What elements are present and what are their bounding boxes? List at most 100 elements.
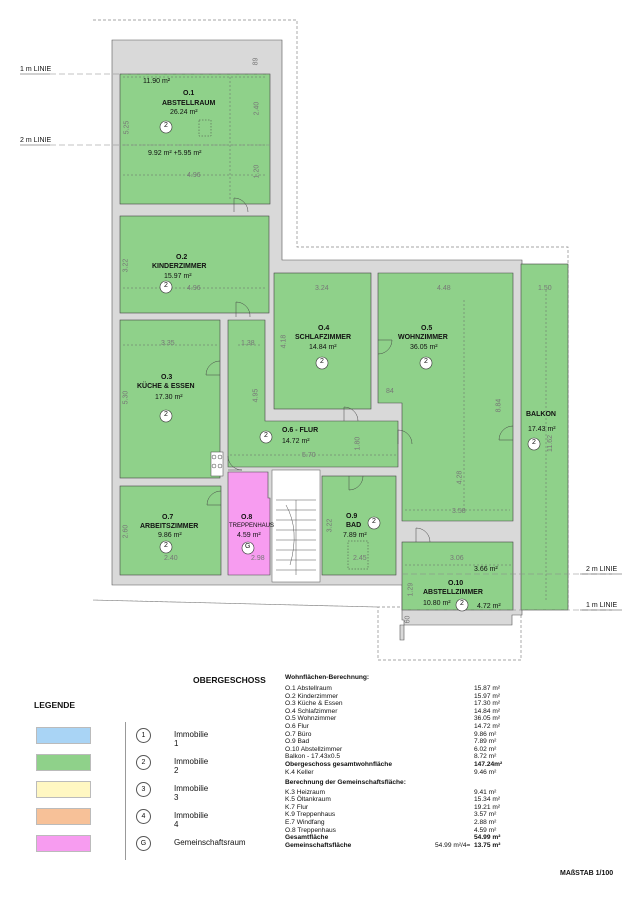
dim: 3.22 bbox=[326, 518, 334, 533]
o2-area: 15.97 m² bbox=[164, 273, 192, 280]
dim: 84 bbox=[386, 388, 394, 395]
legend-swatch bbox=[36, 781, 91, 798]
label-1m-top: 1 m LINIE bbox=[20, 66, 52, 73]
dim: 3.24 bbox=[315, 285, 329, 292]
label-2m-bottom: 2 m LINIE bbox=[586, 566, 618, 573]
o2-name: KINDERZIMMER bbox=[152, 263, 207, 270]
calc-row-value: 3.57 m² bbox=[474, 811, 497, 819]
calc-row-name: Wohnflächen-Berechnung: bbox=[285, 674, 370, 681]
calc-row-name: K.4 Keller bbox=[285, 768, 314, 776]
calc-row-value: 14.72 m² bbox=[474, 723, 501, 730]
legend-title: LEGENDE bbox=[34, 700, 76, 710]
calc-row-value: 15.87 m² bbox=[474, 685, 501, 692]
legend-label: Immobilie 1 bbox=[174, 730, 209, 748]
legend-swatch bbox=[36, 808, 91, 825]
room-o7 bbox=[119, 485, 222, 576]
calc-row-value: 13.75 m² bbox=[474, 841, 501, 849]
o2-code: O.2 bbox=[176, 254, 188, 261]
legend-badge: 4 bbox=[136, 809, 151, 824]
calc-row-name: E.7 Windfang bbox=[285, 819, 325, 826]
label-1m-bottom: 1 m LINIE bbox=[586, 602, 618, 609]
dim: 5.70 bbox=[302, 452, 316, 459]
o10-area-top: 3.66 m² bbox=[474, 566, 498, 573]
o7-badge: 2 bbox=[164, 542, 168, 549]
legend-label: Gemeinschaftsraum bbox=[174, 838, 246, 847]
calc-row-value: 147.24m² bbox=[474, 761, 503, 768]
calc-row-value: 2.88 m² bbox=[474, 819, 497, 826]
dim: 2.60 bbox=[122, 524, 130, 539]
calc-row-name: O.7 Büro bbox=[285, 730, 312, 738]
dim: 4.95 bbox=[252, 388, 260, 403]
calc-row-value: 54.99 m² bbox=[474, 834, 501, 842]
calc-row-value: 9.46 m² bbox=[474, 768, 497, 776]
o10-area: 10.80 m² bbox=[423, 600, 451, 607]
calc-row-value: 14.84 m² bbox=[474, 707, 501, 715]
calc-row-value: 19.21 m² bbox=[474, 803, 501, 811]
o8-area: 4.59 m² bbox=[237, 532, 261, 539]
room-balkon bbox=[520, 263, 569, 611]
label-2m-top: 2 m LINIE bbox=[20, 137, 52, 144]
calc-row-name: O.10 Abstellzimmer bbox=[285, 745, 343, 753]
calc-row-value: 4.59 m² bbox=[474, 826, 497, 834]
o10-badge: 2 bbox=[460, 600, 464, 607]
legend-swatch bbox=[36, 835, 91, 852]
o5-area: 36.05 m² bbox=[410, 344, 438, 351]
room-o9 bbox=[321, 475, 397, 576]
o10-area-bottom: 4.72 m² bbox=[477, 603, 501, 610]
legend-badge: 2 bbox=[136, 755, 151, 770]
calc-row-value: 9.86 m² bbox=[474, 730, 497, 738]
o1-name: ABSTELLRAUM bbox=[162, 100, 216, 107]
calc-row-name: O.6 Flur bbox=[285, 723, 309, 730]
o7-code: O.7 bbox=[162, 514, 174, 521]
scale-label: MAßSTAB 1/100 bbox=[560, 870, 614, 877]
dim: 4.18 bbox=[280, 334, 288, 349]
o4-badge: 2 bbox=[320, 358, 324, 365]
o4-name: SCHLAFZIMMER bbox=[295, 334, 351, 341]
o6-badge: 2 bbox=[264, 432, 268, 439]
fixtures bbox=[198, 119, 369, 570]
calc-row-name: O.3 Küche & Essen bbox=[285, 700, 343, 708]
legend-badge: G bbox=[136, 836, 151, 851]
legend-label: Immobilie 2 bbox=[174, 757, 209, 775]
o5-code: O.5 bbox=[421, 325, 433, 332]
room-badges bbox=[159, 120, 541, 612]
calc-row-value: 6.02 m² bbox=[474, 745, 497, 753]
dim: 1.38 bbox=[241, 340, 255, 347]
room-o2 bbox=[119, 215, 270, 314]
calc-row-value: 7.89 m² bbox=[474, 738, 497, 746]
dim: 3.06 bbox=[450, 555, 464, 562]
balkon-badge: 2 bbox=[532, 439, 536, 446]
o9-badge: 2 bbox=[372, 518, 376, 525]
dim: 4.48 bbox=[437, 285, 451, 292]
dim: 4.96 bbox=[187, 172, 201, 179]
dim: 1.80 bbox=[354, 436, 362, 451]
room-o8 bbox=[227, 471, 271, 576]
calc-row-value: 15.97 m² bbox=[474, 692, 501, 700]
o5-badge: 2 bbox=[424, 358, 428, 365]
calc-row-name: Obergeschoss gesamtwohnfläche bbox=[285, 761, 392, 768]
calc-row-name: Gesamtfläche bbox=[285, 834, 329, 842]
doors bbox=[205, 197, 514, 543]
dim: 4.28 bbox=[456, 470, 464, 485]
calc-row-name: O.4 Schlafzimmer bbox=[285, 707, 338, 715]
dim: 60 bbox=[404, 615, 412, 624]
floor-heading: OBERGESCHOSS bbox=[193, 675, 266, 685]
o3-name: KÜCHE & ESSEN bbox=[137, 383, 195, 390]
legend-swatch bbox=[36, 754, 91, 771]
calc-row-name: O.2 Kinderzimmer bbox=[285, 692, 339, 700]
balkon-name: BALKON bbox=[526, 411, 556, 418]
room-o5 bbox=[377, 272, 514, 522]
o3-area: 17.30 m² bbox=[155, 394, 183, 401]
o8-name: TREPPENHAUS bbox=[229, 523, 275, 529]
o2-badge: 2 bbox=[164, 282, 168, 289]
o6-code: O.6 - FLUR bbox=[282, 427, 319, 434]
calc-row-name: O.8 Treppenhaus bbox=[285, 826, 336, 834]
room-o10 bbox=[401, 541, 514, 611]
o1-area: 26.24 m² bbox=[170, 109, 198, 116]
legend-badge: 1 bbox=[136, 728, 151, 743]
dim: 8.84 bbox=[495, 398, 503, 413]
dim: 1.20 bbox=[253, 164, 261, 179]
o3-badge: 2 bbox=[164, 411, 168, 418]
o1-area-top: 11.90 m² bbox=[143, 78, 171, 85]
